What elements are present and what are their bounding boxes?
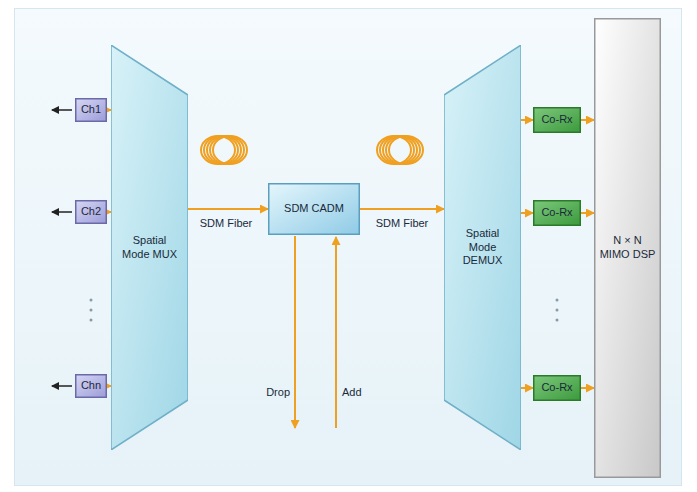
- node-label: Spatial Mode MUX: [119, 234, 180, 262]
- signal-arrow: [521, 119, 533, 121]
- demux-trapezoid: Spatial Mode DEMUX: [444, 45, 521, 450]
- text-label: Add: [342, 386, 362, 398]
- signal-arrow: [581, 119, 594, 121]
- signal-arrow: [360, 208, 444, 210]
- channel-box: Chn: [75, 374, 107, 398]
- node-label: Ch2: [81, 205, 101, 219]
- node-label: Chn: [81, 379, 101, 393]
- signal-arrow: [521, 387, 533, 389]
- node-label: SDM CADM: [284, 202, 344, 216]
- channel-box: Ch1: [75, 98, 107, 122]
- input-arrow: [52, 109, 72, 111]
- signal-arrow: [581, 212, 594, 214]
- node-label: Ch1: [81, 103, 101, 117]
- input-arrow: [52, 385, 72, 387]
- node-label: Spatial Mode DEMUX: [452, 227, 513, 268]
- text-label: SDM Fiber: [200, 217, 253, 229]
- node-label: Co-Rx: [541, 206, 572, 220]
- text-label: SDM Fiber: [376, 217, 429, 229]
- receiver-box: Co-Rx: [533, 107, 581, 133]
- node-label: Co-Rx: [541, 381, 572, 395]
- mux-trapezoid: Spatial Mode MUX: [111, 45, 188, 450]
- channel-box: Ch2: [75, 200, 107, 224]
- input-arrow: [52, 211, 72, 213]
- node-label: Co-Rx: [541, 113, 572, 127]
- add-arrow: [335, 237, 337, 428]
- receiver-box: Co-Rx: [533, 375, 581, 401]
- fiber-coil: [377, 136, 423, 164]
- node-label: N × N MIMO DSP: [598, 234, 657, 262]
- signal-arrow: [188, 208, 268, 210]
- signal-arrow: [521, 212, 533, 214]
- cadm-box: SDM CADM: [268, 183, 360, 235]
- text-label: Drop: [266, 386, 290, 398]
- dsp-box: N × N MIMO DSP: [594, 18, 661, 478]
- fiber-coil: [201, 136, 247, 164]
- drop-arrow: [294, 236, 296, 428]
- receiver-box: Co-Rx: [533, 200, 581, 226]
- signal-arrow: [581, 387, 594, 389]
